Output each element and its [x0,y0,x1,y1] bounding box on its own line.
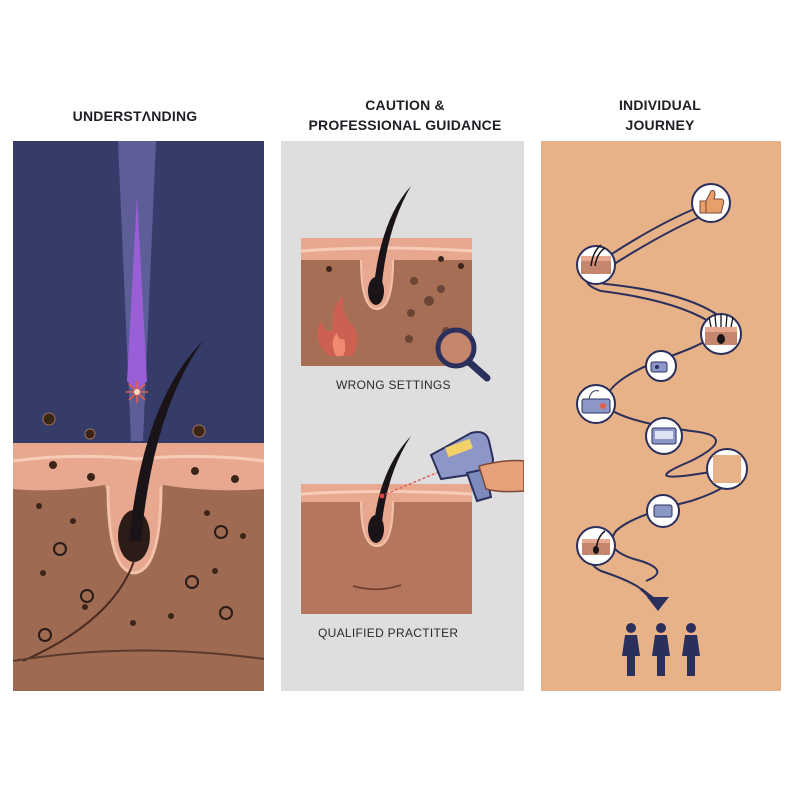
title-caution: CAUTION & PROFESSIONAL GUIDANCE [285,95,525,135]
flame-icon [317,296,357,356]
hair-growth-icon [700,313,742,355]
panel-journey [541,141,781,691]
hair-follicle-icon [576,244,616,285]
caption-wrong-settings: WRONG SETTINGS [336,378,451,392]
compact-device-icon [646,494,680,528]
people-group-icon [622,623,700,676]
title-journey-line1: INDIVIDUAL [618,97,702,113]
title-caution-line2: PROFESSIONAL GUIDANCE [308,117,502,133]
laser-device-icon [576,384,616,424]
title-journey: INDIVIDUAL JOURNEY [560,95,760,135]
panel-understanding [13,141,264,691]
title-understanding: UNDERSTΛNDING [72,108,198,124]
laser-core [127,196,147,391]
qualified-skin [300,436,473,614]
thumbs-up-icon [691,183,731,223]
understanding-illustration [13,141,264,691]
caption-qualified: QUALIFIED PRACTITER [318,626,459,640]
skin-patch-icon [706,448,748,490]
single-hair-icon [576,526,616,566]
journey-arrow-icon [647,597,669,611]
panel-caution [281,141,524,691]
hair-shaft [129,341,203,541]
laser-handpiece-icon [645,350,677,382]
title-caution-line1: CAUTION & [365,97,445,113]
monitor-device-icon [645,417,683,455]
magnifier-icon [435,327,491,382]
journey-illustration [541,141,781,691]
wrong-settings-skin [300,186,491,382]
laser-gun-icon [429,431,524,503]
caution-illustration [281,141,524,691]
title-journey-line2: JOURNEY [625,117,695,133]
